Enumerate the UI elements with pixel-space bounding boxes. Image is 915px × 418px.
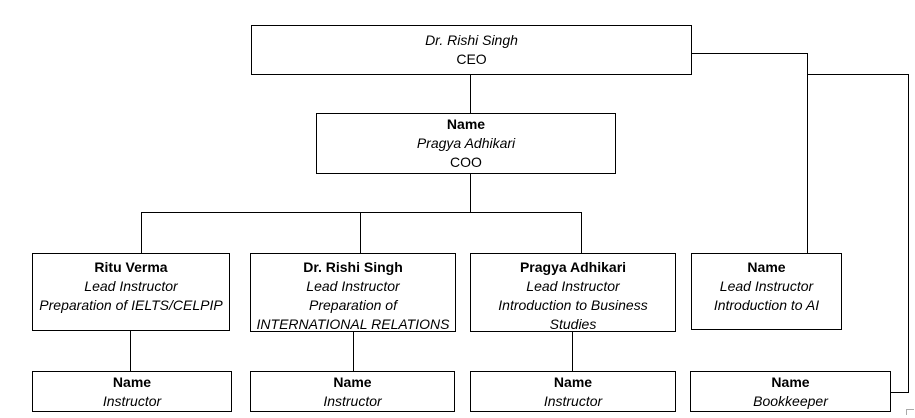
connector-drop-lead3 (581, 212, 583, 253)
inst2-role: Instructor (323, 392, 382, 409)
lead2-subject-line1: Preparation of (309, 297, 397, 313)
lead1-subject: Preparation of IELTS/CELPIP (39, 297, 223, 313)
connector-ceo-to-coo (470, 74, 472, 113)
connector-lead3-to-inst3 (572, 331, 574, 371)
lead2-subject-line2: INTERNATIONAL RELATIONS (256, 316, 450, 332)
connector-ceo-right-horizontal (691, 53, 808, 55)
connector-bookkeeper-vertical (908, 74, 910, 393)
bookkeeper-label: Name (771, 373, 810, 390)
node-instructor-1: Name Instructor (32, 371, 232, 412)
ceo-title: CEO (456, 51, 487, 67)
ceo-name: Dr. Rishi Singh (425, 32, 518, 48)
inst2-label: Name (333, 373, 372, 390)
connector-lead2-to-inst2 (353, 331, 355, 371)
connector-drop-lead4 (807, 53, 809, 253)
page-corner-mark (906, 409, 908, 415)
inst1-label: Name (112, 373, 152, 390)
lead4-subject: Introduction to AI (713, 297, 820, 313)
inst3-role: Instructor (543, 392, 603, 409)
connector-branch-bookkeeper-horizontal (807, 74, 909, 76)
node-instructor-2: Name Instructor (250, 371, 455, 412)
page-corner-mark (906, 409, 914, 411)
node-lead-instructor-business-studies: Pragya Adhikari Lead Instructor Introduc… (470, 253, 676, 332)
lead1-name: Ritu Verma (94, 259, 168, 275)
lead3-subject-line1: Introduction to Business (498, 297, 648, 313)
coo-name: Pragya Adhikari (416, 135, 516, 151)
node-lead-instructor-ielts: Ritu Verma Lead Instructor Preparation o… (32, 253, 230, 331)
lead2-role: Lead Instructor (306, 278, 400, 294)
connector-coo-stem (470, 173, 472, 212)
connector-drop-lead1 (141, 212, 143, 253)
node-bookkeeper: Name Bookkeeper (690, 371, 891, 412)
coo-title: COO (450, 154, 482, 170)
connector-bookkeeper-stub (890, 392, 909, 394)
inst3-label: Name (553, 373, 593, 390)
lead1-role: Lead Instructor (84, 278, 178, 294)
lead2-name: Dr. Rishi Singh (303, 259, 403, 275)
lead3-role: Lead Instructor (526, 278, 620, 294)
inst1-role: Instructor (102, 392, 162, 409)
node-lead-instructor-international-relations: Dr. Rishi Singh Lead Instructor Preparat… (250, 253, 456, 332)
connector-lead1-to-inst1 (130, 331, 132, 371)
node-ceo: Dr. Rishi Singh CEO (251, 25, 692, 75)
lead4-role: Lead Instructor (719, 278, 814, 294)
bookkeeper-role: Bookkeeper (753, 392, 828, 409)
node-coo: Name Pragya Adhikari COO (316, 113, 616, 174)
lead4-label: Name (747, 259, 786, 275)
coo-label: Name (446, 116, 486, 132)
node-instructor-3: Name Instructor (470, 371, 676, 412)
lead3-subject-line2: Studies (549, 316, 597, 332)
node-lead-instructor-ai: Name Lead Instructor Introduction to AI (691, 253, 842, 330)
lead3-name: Pragya Adhikari (519, 259, 627, 275)
connector-distribution-line (141, 212, 582, 214)
connector-drop-lead2 (360, 212, 362, 253)
